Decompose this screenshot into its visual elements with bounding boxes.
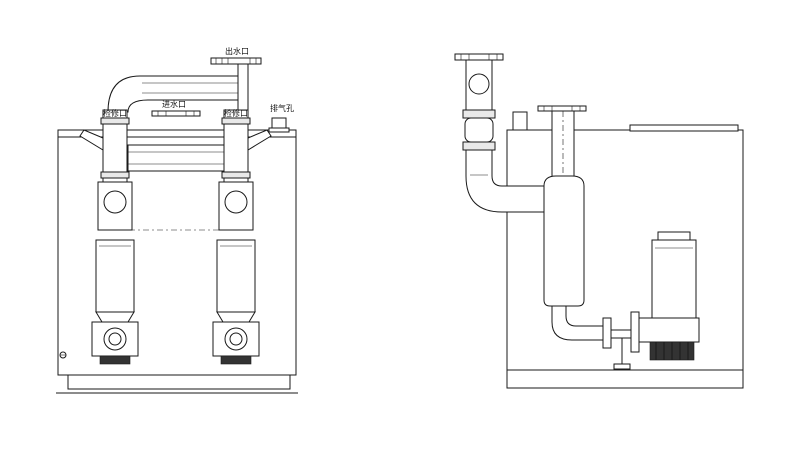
- right-pump-motor: [216, 239, 256, 313]
- right-pump-volute: [212, 321, 260, 357]
- left-inspection-port: [79, 129, 104, 151]
- tank-lid: [629, 124, 739, 132]
- inlet-label: 进水口: [162, 99, 186, 109]
- tank-base-front: [67, 374, 291, 390]
- top-elbow-pipe: [107, 75, 239, 113]
- external-riser-pipe: [465, 59, 493, 113]
- pump-volute-side: [638, 317, 700, 343]
- vent-label: 排气孔: [270, 103, 294, 113]
- gate-valve: [630, 311, 640, 353]
- column-body: [543, 175, 585, 307]
- outlet-label: 出水口: [225, 46, 249, 56]
- outlet-flange: [210, 57, 262, 65]
- pump-motor-side: [651, 239, 697, 319]
- horizontal-pipe-front: [127, 144, 233, 172]
- side-vent: [512, 111, 528, 131]
- check-valve: [602, 317, 612, 349]
- external-outlet-flange: [454, 53, 504, 61]
- side-view: [454, 53, 744, 389]
- inspection-port-label-right: 检修口: [224, 108, 248, 118]
- inlet-flange: [151, 110, 201, 117]
- pump-top-cap: [657, 231, 691, 241]
- column-elbow: [551, 305, 607, 341]
- right-inspection-port: [247, 129, 272, 151]
- side-top-flange: [537, 105, 587, 112]
- inspection-port-label-left: 检修口: [103, 108, 127, 118]
- external-elbow-pipe: [465, 149, 545, 213]
- left-pump-volute: [91, 321, 139, 357]
- left-pump-motor: [95, 239, 135, 313]
- vent-cap: [271, 117, 287, 129]
- front-view: 出水口 排气孔 进水口 检修口 检修口: [56, 46, 298, 394]
- tank-base-side: [506, 369, 744, 389]
